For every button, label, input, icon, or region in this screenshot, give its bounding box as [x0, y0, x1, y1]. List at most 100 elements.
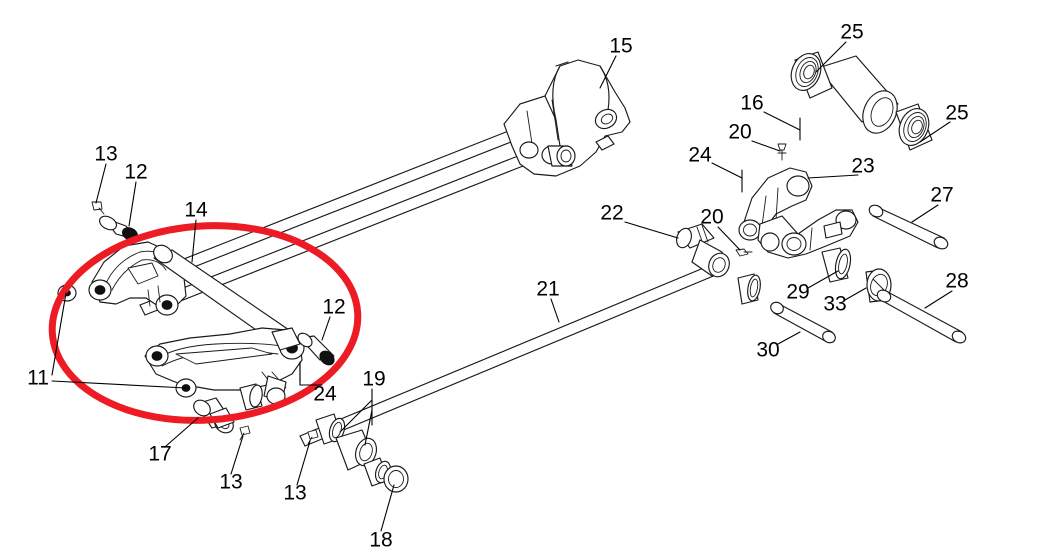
- part-13-clip-upper: [91, 201, 105, 215]
- callout-25-1: 25: [815, 21, 864, 73]
- callout-number-25: 25: [840, 21, 863, 44]
- callout-number-14: 14: [184, 199, 208, 222]
- callout-23-6: 23: [807, 155, 875, 179]
- part-23-rocker-arm: [738, 167, 859, 259]
- callout-17-21: 17: [148, 417, 199, 466]
- callout-leader-line: [924, 290, 953, 309]
- callout-leader-line: [919, 121, 951, 143]
- callout-20-4: 20: [728, 121, 781, 152]
- callout-30-13: 30: [756, 331, 801, 362]
- callout-leader-line: [165, 417, 199, 447]
- part-16-pivot-tube: [817, 55, 899, 134]
- part-18-bushing: [383, 465, 409, 493]
- part-19-bushing-body: [335, 429, 378, 471]
- callout-18-25: 18: [369, 484, 395, 552]
- part-20-cotter-pin-upper: [777, 143, 787, 161]
- callout-leader-line: [599, 55, 617, 89]
- callout-leader-line: [711, 162, 743, 179]
- callout-number-12: 12: [124, 161, 147, 184]
- part-25-bearing-left: [790, 51, 833, 99]
- callout-14-17: 14: [184, 199, 208, 263]
- callout-13-23: 13: [283, 440, 311, 505]
- callout-leader-line: [230, 435, 244, 475]
- callout-number-13: 13: [219, 471, 242, 494]
- callout-33-12: 33: [823, 287, 867, 316]
- callout-number-11: 11: [27, 367, 49, 390]
- callout-number-23: 23: [851, 155, 874, 178]
- callout-leader-line: [751, 140, 781, 152]
- callout-number-22: 22: [600, 202, 623, 225]
- part-24-stub-pins: [239, 361, 301, 411]
- part-30-pin: [770, 301, 836, 344]
- callout-leader-line: [777, 331, 801, 345]
- callout-number-16: 16: [740, 92, 763, 115]
- callout-leader-line: [51, 292, 187, 389]
- callout-number-27: 27: [930, 184, 953, 207]
- part-20-cotter-pin-lower: [735, 248, 753, 257]
- callout-leader-line: [815, 41, 847, 73]
- callout-number-12: 12: [322, 296, 345, 319]
- part-12-bushing-lower-right: [297, 332, 335, 366]
- callout-leader-line: [624, 221, 679, 239]
- callout-number-24: 24: [688, 144, 712, 167]
- upper-twin-rods: [127, 131, 524, 316]
- part-15-front-bracket: [503, 59, 631, 177]
- callout-24-20: 24: [299, 361, 337, 406]
- callout-number-33: 33: [823, 293, 846, 316]
- callout-25-2: 25: [919, 102, 969, 143]
- callout-leader-line: [911, 204, 939, 223]
- callout-number-17: 17: [148, 443, 171, 466]
- callout-29-11: 29: [786, 270, 839, 304]
- part-11-lower-bracket: [144, 327, 305, 405]
- callout-leader-line: [717, 226, 741, 251]
- callout-number-28: 28: [945, 270, 968, 293]
- callout-leader-line: [296, 440, 311, 486]
- callout-number-15: 15: [609, 35, 632, 58]
- part-27-pin: [868, 204, 949, 250]
- callout-leader-line: [844, 287, 867, 301]
- callout-leader-line: [763, 111, 801, 131]
- callout-leader-line: [321, 316, 331, 341]
- callout-11-19: 11: [27, 292, 187, 390]
- callout-number-18: 18: [369, 529, 392, 552]
- callout-layer: 15 25 25 16 20 24 23 27 22 20 28 29 33 30 21 13 12 14 12 11…: [27, 21, 969, 552]
- callout-number-29: 29: [786, 281, 809, 304]
- callout-leader-line: [191, 219, 197, 263]
- callout-number-24: 24: [313, 383, 337, 406]
- callout-number-21: 21: [536, 278, 559, 301]
- callout-number-20: 20: [728, 121, 751, 144]
- callout-13-22: 13: [219, 435, 244, 494]
- part-14-arm-tube: [153, 244, 293, 345]
- callout-leader-line: [128, 181, 137, 227]
- callout-19-24: 19: [339, 368, 386, 446]
- callout-number-19: 19: [362, 368, 385, 391]
- callout-27-7: 27: [911, 184, 954, 223]
- callout-leader-line: [807, 270, 839, 289]
- callout-leader-line: [550, 298, 560, 323]
- callout-leader-line: [95, 163, 107, 204]
- small-bushing: [737, 273, 761, 305]
- callout-21-14: 21: [536, 278, 560, 323]
- part-21-tie-rod: [299, 261, 724, 447]
- part-29-collar: [821, 247, 852, 283]
- part-13-clip-lower-a: [239, 425, 251, 441]
- callout-15-0: 15: [599, 35, 633, 89]
- red-highlight-ellipse: [48, 222, 362, 424]
- callout-number-13: 13: [283, 482, 306, 505]
- callout-12-16: 12: [124, 161, 148, 227]
- callout-leader-line: [380, 484, 395, 532]
- part-25-bearing-right: [895, 103, 933, 151]
- part-28-pin: [876, 289, 967, 344]
- callout-20-9: 20: [700, 206, 741, 251]
- callout-24-5: 24: [688, 144, 743, 179]
- callout-28-10: 28: [924, 270, 969, 309]
- callout-number-30: 30: [756, 339, 779, 362]
- callout-16-3: 16: [740, 92, 801, 131]
- callout-number-13: 13: [94, 143, 117, 166]
- callout-leader-line: [299, 361, 323, 386]
- callout-number-25: 25: [945, 102, 968, 125]
- callout-leader-line: [807, 174, 859, 179]
- callout-13-15: 13: [94, 143, 118, 204]
- callout-number-20: 20: [700, 206, 723, 229]
